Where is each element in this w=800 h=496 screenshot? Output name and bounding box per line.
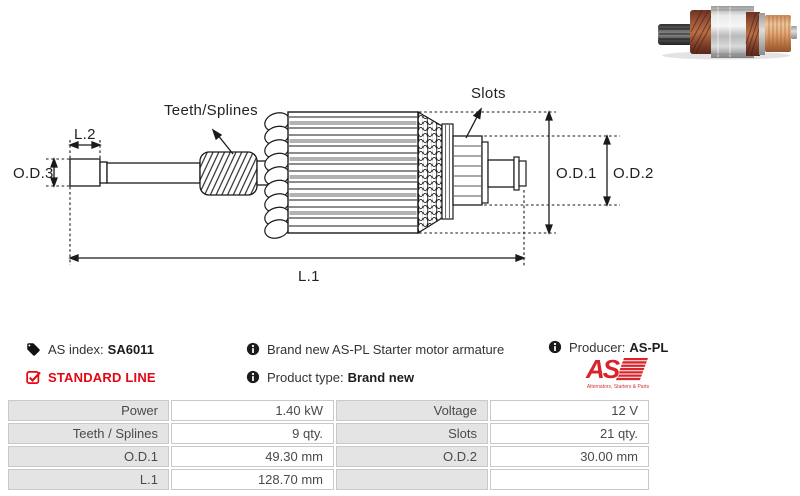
- diagram-label-od2: O.D.2: [613, 165, 654, 182]
- as-pl-logo: AS Alternators, Starters & Parts: [584, 353, 652, 396]
- diagram-label-slots: Slots: [471, 85, 506, 102]
- product-photo[interactable]: [646, 2, 798, 62]
- spec-label: Slots: [336, 423, 488, 444]
- spec-value: 9 qty.: [171, 423, 334, 444]
- product-type-label: Product type:: [267, 369, 344, 385]
- description-row: Brand new AS-PL Starter motor armature: [246, 341, 504, 357]
- diagram-label-l2: L.2: [74, 126, 96, 143]
- end-windings: [264, 112, 290, 239]
- product-description: Brand new AS-PL Starter motor armature: [267, 341, 505, 357]
- info-icon: [246, 370, 260, 384]
- spec-value: 128.70 mm: [171, 469, 334, 490]
- checkbox-checked-icon: [26, 370, 41, 384]
- dimension-arrows: [50, 107, 611, 262]
- standard-line-label: STANDARD LINE: [48, 369, 156, 385]
- info-icon: [246, 342, 260, 356]
- spec-label: O.D.2: [336, 446, 488, 467]
- spec-value: 49.30 mm: [171, 446, 334, 467]
- as-index-label: AS index:: [48, 341, 104, 357]
- spec-label: L.1: [8, 469, 169, 490]
- info-icon: [548, 340, 562, 354]
- tag-icon: [27, 342, 40, 356]
- spec-value: 12 V: [490, 400, 649, 421]
- product-type-value: Brand new: [347, 369, 415, 385]
- as-index-value: SA6011: [107, 341, 154, 357]
- producer-row: Producer:AS-PL: [548, 339, 668, 355]
- logo-text: AS: [585, 355, 621, 384]
- spec-label: Teeth / Splines: [8, 423, 169, 444]
- spec-table: Power 1.40 kW Voltage 12 V Teeth / Splin…: [8, 400, 649, 490]
- diagram-label-od3: O.D.3: [13, 165, 54, 182]
- commutator-assembly: [417, 110, 527, 235]
- standard-line-row: STANDARD LINE: [26, 369, 156, 385]
- logo-tagline: Alternators, Starters & Parts: [587, 384, 650, 390]
- spec-value: 30.00 mm: [490, 446, 649, 467]
- spec-value: 21 qty.: [490, 423, 649, 444]
- shaft-left: [69, 151, 269, 196]
- armature-core: [287, 111, 419, 234]
- dimension-extension-lines: [46, 111, 620, 266]
- producer-label: Producer:: [569, 339, 626, 355]
- as-index-row: AS index:SA6011: [26, 341, 154, 357]
- armature-dimension-diagram: Teeth/Splines Slots L.2 O.D.3 O.D.1 O.D.…: [13, 85, 654, 285]
- spec-label: O.D.1: [8, 446, 169, 467]
- diagram-label-teeth-splines: Teeth/Splines: [164, 102, 258, 119]
- diagram-label-od1: O.D.1: [556, 165, 597, 182]
- spec-value: [490, 469, 649, 490]
- spec-value: 1.40 kW: [171, 400, 334, 421]
- diagram-label-l1: L.1: [298, 268, 320, 285]
- producer-value: AS-PL: [629, 339, 669, 355]
- spec-label: [336, 469, 488, 490]
- product-type-row: Product type:Brand new: [246, 369, 414, 385]
- spec-label: Voltage: [336, 400, 488, 421]
- spec-label: Power: [8, 400, 169, 421]
